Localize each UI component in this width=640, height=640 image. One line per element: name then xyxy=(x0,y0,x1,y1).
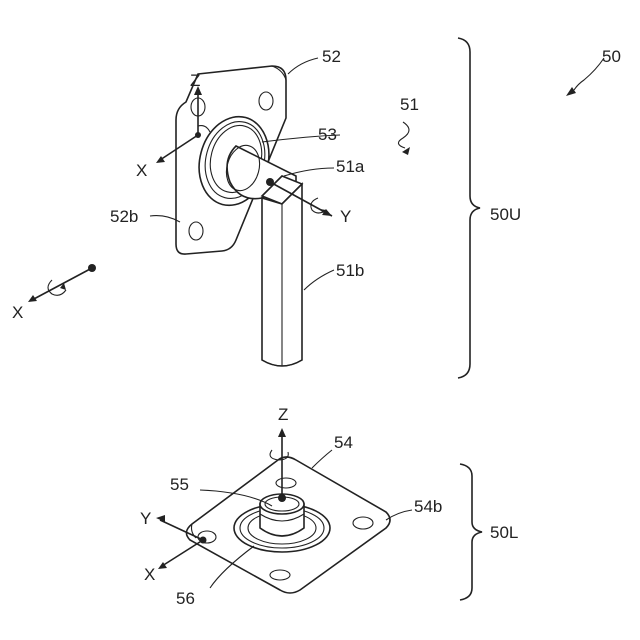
label-53: 53 xyxy=(318,125,337,144)
label-50: 50 xyxy=(602,47,621,66)
label-52b: 52b xyxy=(110,207,138,226)
axis-label-upper-x: X xyxy=(136,161,147,180)
label-51: 51 xyxy=(400,95,419,114)
axis-label-upper-z: Z xyxy=(190,71,200,90)
label-52: 52 xyxy=(322,47,341,66)
label-54b: 54b xyxy=(414,497,442,516)
label-50L: 50L xyxy=(490,523,518,542)
label-50U: 50U xyxy=(490,205,521,224)
axis-label-lower-x: X xyxy=(144,565,155,584)
label-56: 56 xyxy=(176,589,195,608)
bracket-50L xyxy=(460,464,482,600)
lower-assembly xyxy=(156,428,390,593)
axis-label-lower-z: Z xyxy=(278,405,288,424)
axis-label-left-x: X xyxy=(12,303,23,322)
label-55: 55 xyxy=(170,475,189,494)
label-51a: 51a xyxy=(336,157,365,176)
label-54: 54 xyxy=(334,433,353,452)
left-x-axis-symbol xyxy=(28,264,96,302)
label-51b: 51b xyxy=(336,261,364,280)
axis-label-lower-y: Y xyxy=(140,509,151,528)
bracket-50U xyxy=(458,38,480,378)
upper-assembly xyxy=(156,66,332,366)
axis-label-upper-y: Y xyxy=(340,207,351,226)
